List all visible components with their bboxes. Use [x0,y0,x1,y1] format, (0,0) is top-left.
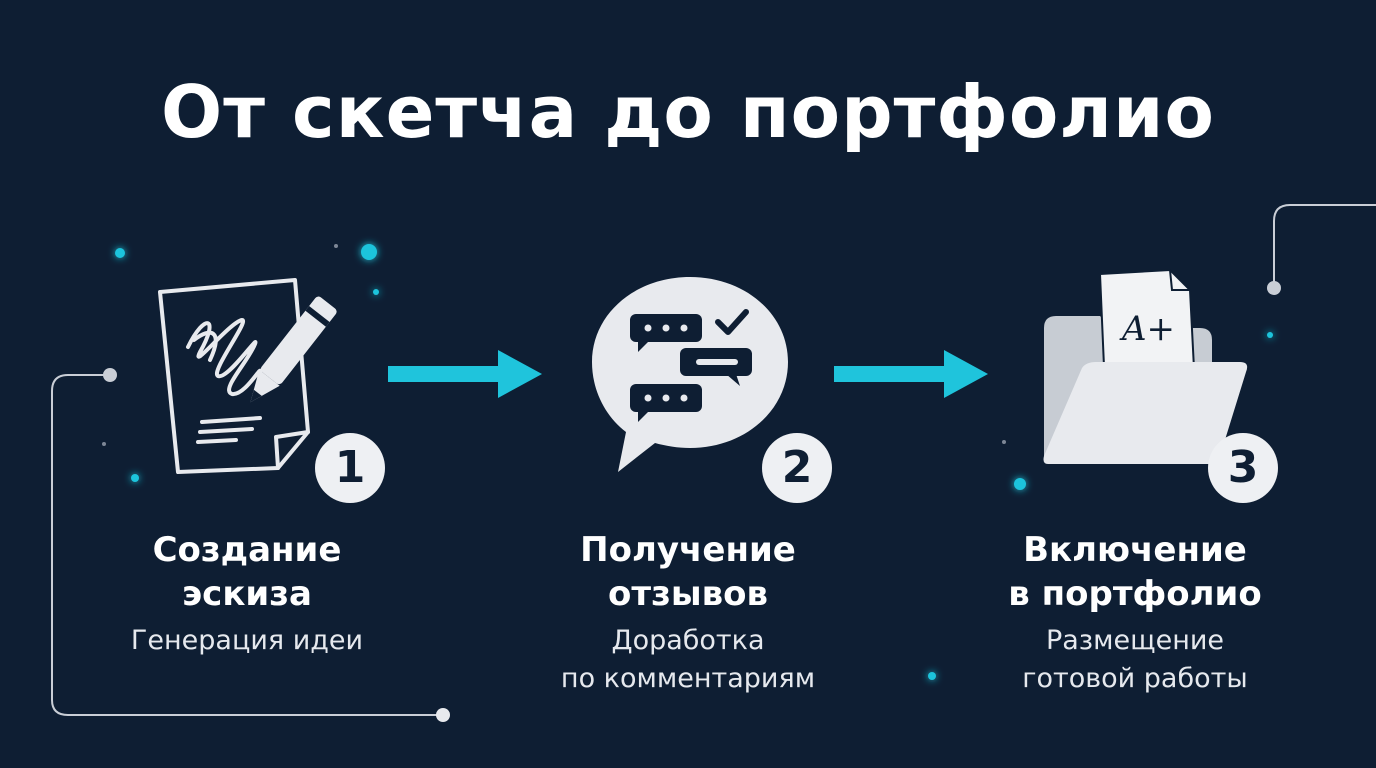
sketch-document-pencil-icon [158,278,337,474]
step-number-badge: 1 [315,433,385,503]
connector-node [103,368,117,382]
step-label: Получение отзывов [508,528,868,616]
small-dots [102,244,1006,446]
step-description-line: по комментариям [560,663,816,694]
step-description: Генерация идеи [67,622,427,660]
step-description: Доработка по комментариям [508,622,868,698]
step-label-line: Создание [152,530,342,570]
grade-mark: A+ [1119,309,1175,349]
arrow-right-icon [388,350,542,398]
step-label-line: Получение [580,530,796,570]
step-label-line: в портфолио [1008,574,1262,614]
step-number-badge: 3 [1208,433,1278,503]
step-description: Размещение готовой работы [955,622,1315,698]
step-label-line: Включение [1023,530,1247,570]
glow-dots [115,244,1273,680]
arrow-right-icon [834,350,988,398]
step-description-line: готовой работы [1022,663,1248,694]
step-label-line: отзывов [608,574,768,614]
connector-node [436,708,450,722]
step-label: Включение в портфолио [955,528,1315,616]
step-description-line: Доработка [611,625,765,656]
step-number-badge: 2 [762,433,832,503]
speech-bubble-feedback-icon [592,277,788,472]
right-connector-line [1273,204,1376,288]
connector-node [1267,281,1281,295]
step-label: Создание эскиза [67,528,427,616]
left-connector-line [51,374,443,716]
step-description-line: Размещение [1045,625,1225,656]
step-description-line: Генерация идеи [130,625,364,656]
page-title: От скетча до портфолио [161,70,1215,154]
portfolio-folder-icon: A+ [1043,268,1248,464]
step-label-line: эскиза [182,574,312,614]
